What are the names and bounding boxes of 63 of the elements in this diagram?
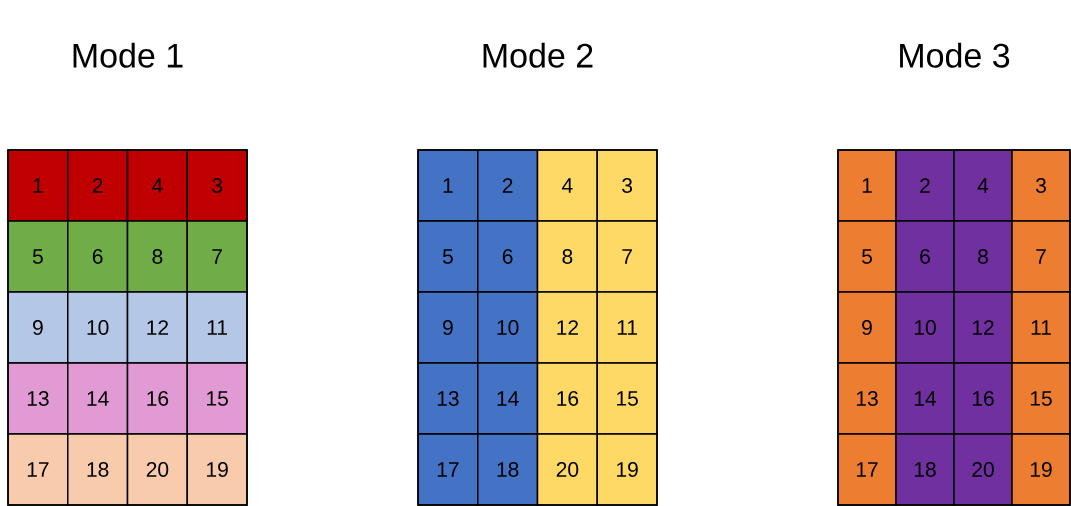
node-label: Mode 2 xyxy=(483,42,593,68)
grid-cell: 19 xyxy=(1011,433,1071,506)
grid-cell: 11 xyxy=(186,291,248,364)
grid-cell: 2 xyxy=(67,149,129,222)
grid-cell: 20 xyxy=(536,433,598,506)
grid-cell: 4 xyxy=(536,149,598,222)
grid-cell: 12 xyxy=(126,291,188,364)
grid-cell: 13 xyxy=(7,362,69,435)
grid-cell: 10 xyxy=(477,291,539,364)
grid-cell: 16 xyxy=(126,362,188,435)
grid-cell: 3 xyxy=(596,149,658,222)
grid-cell: 7 xyxy=(186,220,248,293)
grid-cell: 2 xyxy=(477,149,539,222)
grid-cell: 8 xyxy=(536,220,598,293)
grid-cell: 20 xyxy=(126,433,188,506)
grid-cell: 18 xyxy=(895,433,955,506)
grid-cell: 13 xyxy=(417,362,479,435)
grid-cell: 15 xyxy=(186,362,248,435)
grid-cell: 12 xyxy=(536,291,598,364)
node-label: Mode 3 xyxy=(900,42,1010,68)
grid-cell: 19 xyxy=(186,433,248,506)
grid-cell: 15 xyxy=(596,362,658,435)
grid-cell: 2 xyxy=(895,149,955,222)
grid-cell: 16 xyxy=(536,362,598,435)
grid-cell: 3 xyxy=(1011,149,1071,222)
grid-cell: 17 xyxy=(7,433,69,506)
grid-cell: 3 xyxy=(186,149,248,222)
grid-cell: 14 xyxy=(895,362,955,435)
grid-cell: 12 xyxy=(953,291,1013,364)
grid-cell: 11 xyxy=(1011,291,1071,364)
grid-cell: 1 xyxy=(7,149,69,222)
grid-cell: 9 xyxy=(7,291,69,364)
grid-cell: 10 xyxy=(895,291,955,364)
grid-cell: 9 xyxy=(417,291,479,364)
grid-cell: 1 xyxy=(837,149,897,222)
grid-cell: 4 xyxy=(953,149,1013,222)
grid-cell: 5 xyxy=(7,220,69,293)
grid-cell: 1 xyxy=(417,149,479,222)
grid-cell: 20 xyxy=(953,433,1013,506)
grid-cell: 16 xyxy=(953,362,1013,435)
grid-cell: 17 xyxy=(837,433,897,506)
grid-cell: 5 xyxy=(837,220,897,293)
grid-cell: 11 xyxy=(596,291,658,364)
grid-cell: 7 xyxy=(1011,220,1071,293)
grid-cell: 6 xyxy=(67,220,129,293)
grid-cell: 6 xyxy=(895,220,955,293)
grid-cell: 4 xyxy=(126,149,188,222)
grid-cell: 13 xyxy=(837,362,897,435)
grid-cell: 8 xyxy=(126,220,188,293)
grid-cell: 9 xyxy=(837,291,897,364)
grid-cell: 8 xyxy=(953,220,1013,293)
grid-cell: 6 xyxy=(477,220,539,293)
grid-cell: 18 xyxy=(67,433,129,506)
grid-cell: 15 xyxy=(1011,362,1071,435)
grid-cell: 18 xyxy=(477,433,539,506)
grid-cell: 10 xyxy=(67,291,129,364)
grid-cell: 19 xyxy=(596,433,658,506)
grid-cell: 14 xyxy=(477,362,539,435)
grid-cell: 17 xyxy=(417,433,479,506)
grid-cell: 7 xyxy=(596,220,658,293)
grid-cell: 5 xyxy=(417,220,479,293)
node-label: Mode 1 xyxy=(73,42,183,68)
grid-cell: 14 xyxy=(67,362,129,435)
